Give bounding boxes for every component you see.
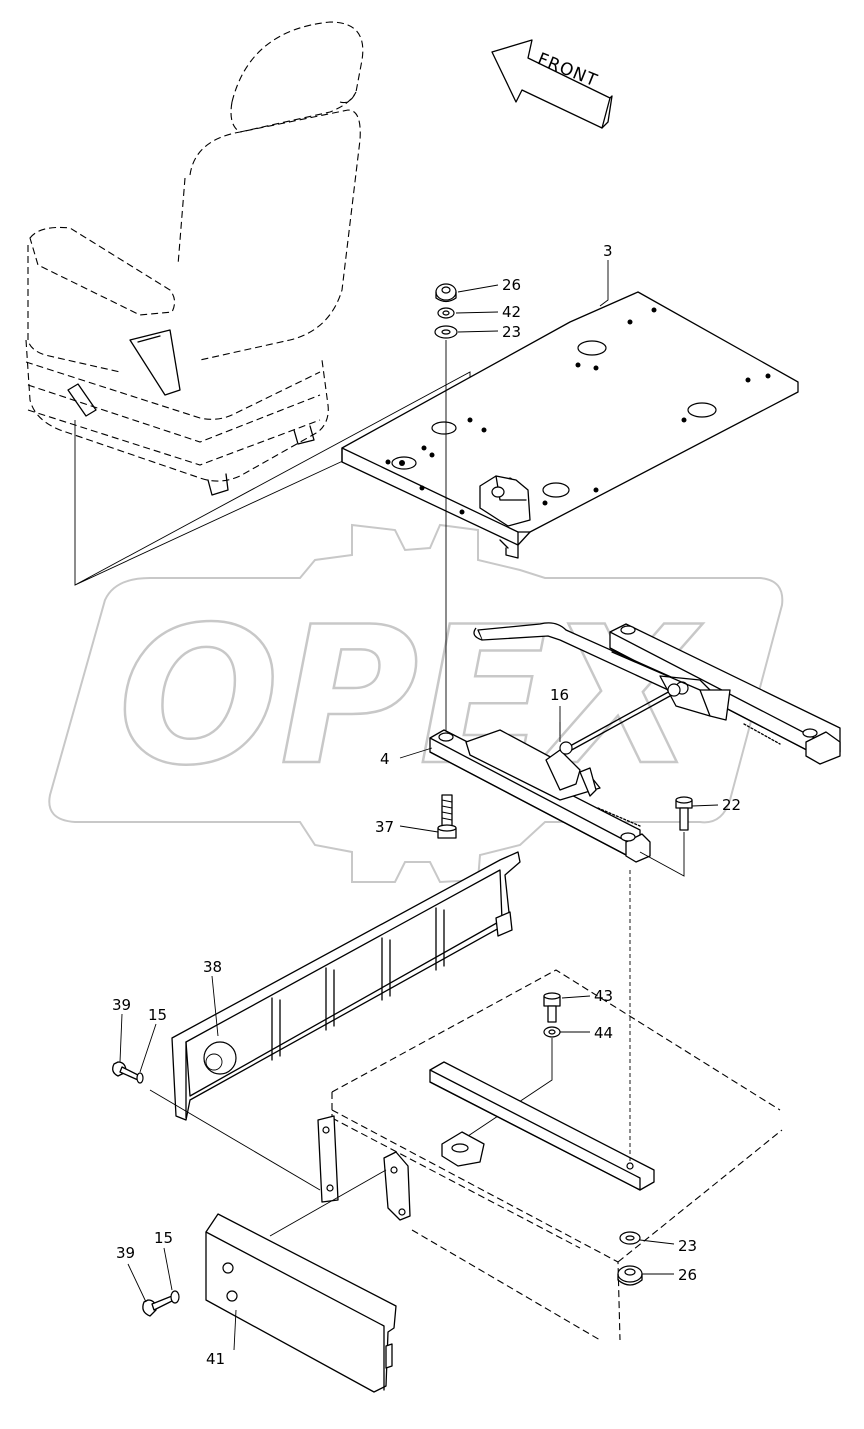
callout-15-lower: 15 — [154, 1229, 173, 1247]
callout-26-bottom: 26 — [678, 1266, 697, 1284]
screw-group-upper — [112, 1061, 144, 1084]
watermark-text: OPEX — [118, 586, 704, 807]
bolt-part-22 — [639, 796, 693, 877]
callout-42: 42 — [502, 303, 521, 321]
callout-41: 41 — [206, 1350, 225, 1368]
callout-leaders — [119, 260, 719, 1351]
base-frame-phantom — [269, 870, 783, 1341]
seat-plate-part-3 — [341, 291, 799, 559]
callout-44: 44 — [594, 1024, 613, 1042]
callout-4: 4 — [380, 750, 390, 768]
callout-15-upper: 15 — [148, 1006, 167, 1024]
callout-23-bottom: 23 — [678, 1237, 697, 1255]
callout-43: 43 — [594, 987, 613, 1005]
callout-3: 3 — [603, 242, 613, 260]
callout-16: 16 — [550, 686, 569, 704]
front-direction-arrow: FRONT — [491, 39, 613, 129]
spring-part-16 — [559, 683, 681, 755]
callout-37: 37 — [375, 818, 394, 836]
callout-39-lower: 39 — [116, 1244, 135, 1262]
callouts: 26 42 23 3 16 4 22 37 38 39 15 43 44 23 … — [112, 242, 741, 1368]
bottom-fastener-stack — [617, 1231, 643, 1286]
slide-rails-part-4 — [429, 622, 841, 863]
callout-38: 38 — [203, 958, 222, 976]
screw-group-lower — [142, 1290, 180, 1317]
callout-39-upper: 39 — [112, 996, 131, 1014]
seat-phantom — [25, 21, 471, 586]
top-fastener-stack — [434, 283, 458, 755]
cover-panel-part-38 — [149, 851, 521, 1191]
callout-26-top: 26 — [502, 276, 521, 294]
callout-22: 22 — [722, 796, 741, 814]
callout-23-top: 23 — [502, 323, 521, 341]
bolt-part-43 — [461, 992, 561, 1141]
watermark: OPEX — [48, 523, 784, 884]
bolt-part-37 — [437, 794, 457, 839]
cover-panel-part-41 — [205, 1213, 397, 1393]
